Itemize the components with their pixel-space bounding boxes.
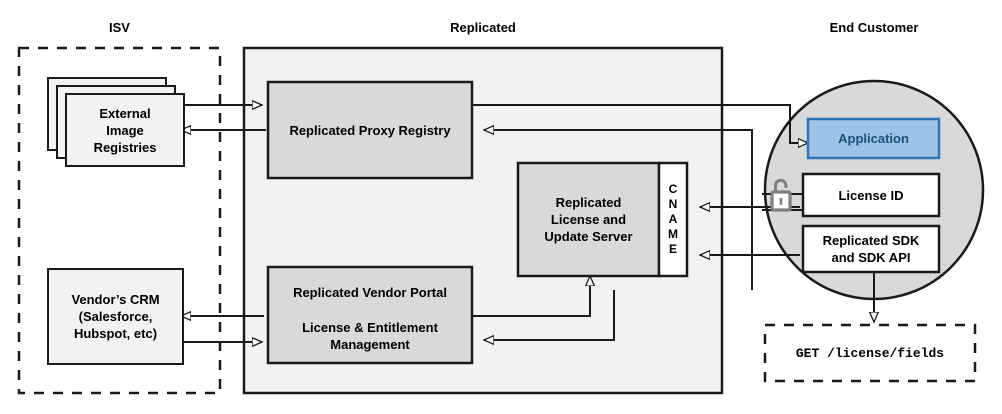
external-registries-box — [65, 93, 185, 167]
cname-letter-a: A — [668, 212, 678, 226]
vendor-crm-box — [47, 268, 184, 365]
application-box — [806, 117, 941, 160]
cname-letter-e: E — [668, 242, 677, 256]
proxy-registry-box — [266, 80, 474, 180]
replicated-title: Replicated — [450, 20, 516, 35]
conn-application-to-proxy — [484, 130, 753, 290]
isv-title: ISV — [109, 20, 130, 35]
cname-letter-c: C — [668, 182, 678, 196]
api-call-box — [763, 323, 977, 383]
end-customer-title: End Customer — [829, 20, 919, 35]
license-update-server-box — [516, 161, 661, 278]
cname-strip — [657, 161, 689, 278]
vendor-portal-box — [266, 265, 474, 365]
unlock-icon — [770, 178, 792, 212]
cname-letter-n: N — [668, 197, 678, 211]
conn-proxy-to-application — [471, 104, 808, 143]
sdk-box — [801, 224, 941, 274]
cname-label: C N A M E — [659, 163, 687, 276]
conn-portal-to-license-server — [471, 276, 590, 317]
license-id-box — [801, 172, 941, 218]
cname-letter-m: M — [668, 227, 678, 241]
conn-license-to-portal — [484, 290, 615, 340]
isv-boundary — [17, 46, 222, 395]
